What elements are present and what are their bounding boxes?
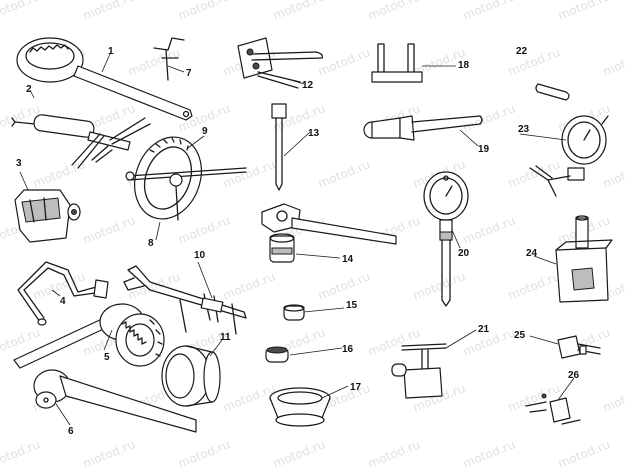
tool-24-puller-block [555, 215, 613, 303]
watermark-text: motod.ru [221, 381, 277, 415]
watermark-text: motod.ru [126, 45, 182, 79]
callout-9: 9 [202, 126, 208, 137]
watermark-text: motod.ru [506, 45, 562, 79]
tool-26-pins-block [525, 393, 581, 425]
tool-22-pin [535, 83, 570, 101]
callout-numbers: 1 2 3 4 5 6 7 8 9 10 11 12 13 14 15 16 1… [16, 46, 580, 437]
watermark-text: motod.ru [176, 0, 232, 23]
tool-17-cup-socket [269, 387, 331, 427]
watermark-text: motod.ru [411, 269, 467, 303]
tool-5-collar-spanner [13, 303, 165, 369]
callout-21: 21 [478, 324, 490, 335]
watermark-text: motod.ru [366, 0, 422, 23]
watermark-text: motod.ru [316, 45, 372, 79]
tool-21-t-handle [391, 343, 447, 399]
tool-12-clamp [237, 37, 324, 89]
callout-26: 26 [568, 370, 580, 381]
watermark-text: motod.ru [601, 45, 625, 79]
watermark-text: motod.ru [506, 269, 562, 303]
callout-20: 20 [458, 248, 470, 259]
watermark-text: motod.ru [366, 325, 422, 359]
callout-16: 16 [342, 344, 354, 355]
watermark-text: motod.ru [221, 269, 277, 303]
tool-15-bush [283, 304, 305, 321]
callout-8: 8 [148, 238, 154, 249]
callout-4: 4 [60, 296, 66, 307]
callout-15: 15 [346, 300, 358, 311]
callout-23: 23 [518, 124, 530, 135]
callout-6: 6 [68, 426, 74, 437]
tool-14-holder-spanner [261, 203, 397, 263]
tool-25-adaptor [557, 335, 601, 359]
watermark-text: motod.ru [601, 381, 625, 415]
tool-18-fork-gauge [371, 43, 423, 83]
watermark-text: motod.ru [0, 0, 42, 23]
tool-10-puller [123, 265, 247, 335]
watermark-text: motod.ru [81, 0, 137, 23]
watermark-text: motod.ru [221, 157, 277, 191]
watermark-text: motod.ru [81, 213, 137, 247]
callout-7: 7 [186, 68, 192, 79]
watermark-text: motod.ru [461, 101, 517, 135]
callout-2: 2 [26, 84, 32, 95]
watermark-text: motod.ru [126, 269, 182, 303]
tool-7-pin-bracket [153, 37, 185, 81]
tool-8-9-angle-disc [125, 136, 247, 221]
tool-16-sleeve [265, 346, 289, 363]
tool-3-holder-block [14, 189, 81, 243]
watermark-text: motod.ru [31, 157, 87, 191]
callout-1: 1 [108, 46, 114, 57]
watermark-text: motod.ru [556, 0, 612, 23]
tool-2-puller-bar [11, 114, 151, 169]
watermark-text: motod.ru [366, 437, 422, 468]
callout-3: 3 [16, 158, 22, 169]
tool-4-bent-rod [17, 261, 109, 326]
callout-14: 14 [342, 254, 354, 265]
tool-1-ring-spanner [16, 37, 193, 121]
tool-20-dial-gauge [423, 171, 469, 307]
callout-17: 17 [350, 382, 362, 393]
watermark-text: motod.ru [316, 157, 372, 191]
callout-24: 24 [526, 248, 538, 259]
watermark-text: motod.ru [81, 437, 137, 468]
watermark-text: motod.ru [601, 157, 625, 191]
callout-11: 11 [220, 332, 231, 343]
watermark-text: motod.ru [461, 213, 517, 247]
tool-19-drift [363, 115, 483, 141]
callout-18: 18 [458, 60, 470, 71]
watermark-text: motod.ru [506, 157, 562, 191]
callout-12: 12 [302, 80, 314, 91]
callout-19: 19 [478, 144, 490, 155]
tool-23-dial-indicator [529, 115, 609, 197]
callout-10: 10 [194, 250, 206, 261]
callout-25: 25 [514, 330, 526, 341]
watermark-text: motod.ru [271, 437, 327, 468]
callout-5: 5 [104, 352, 110, 363]
callout-22: 22 [516, 46, 528, 57]
watermark-text: motod.ru [0, 437, 42, 468]
watermark-text: motod.ru [316, 269, 372, 303]
watermark-text: motod.ru [556, 437, 612, 468]
leader-lines [19, 53, 575, 426]
callout-13: 13 [308, 128, 320, 139]
watermark-text: motod.ru [176, 437, 232, 468]
tool-11-ring-sleeve [161, 345, 221, 407]
watermark-text: motod.ru [271, 0, 327, 23]
tool-6-box-spanner [33, 369, 197, 433]
tool-13-long-pin [271, 103, 287, 191]
watermark-text: motod.ru [176, 213, 232, 247]
watermark-text: motod.ru [461, 0, 517, 23]
watermark-text: motod.ru [461, 437, 517, 468]
